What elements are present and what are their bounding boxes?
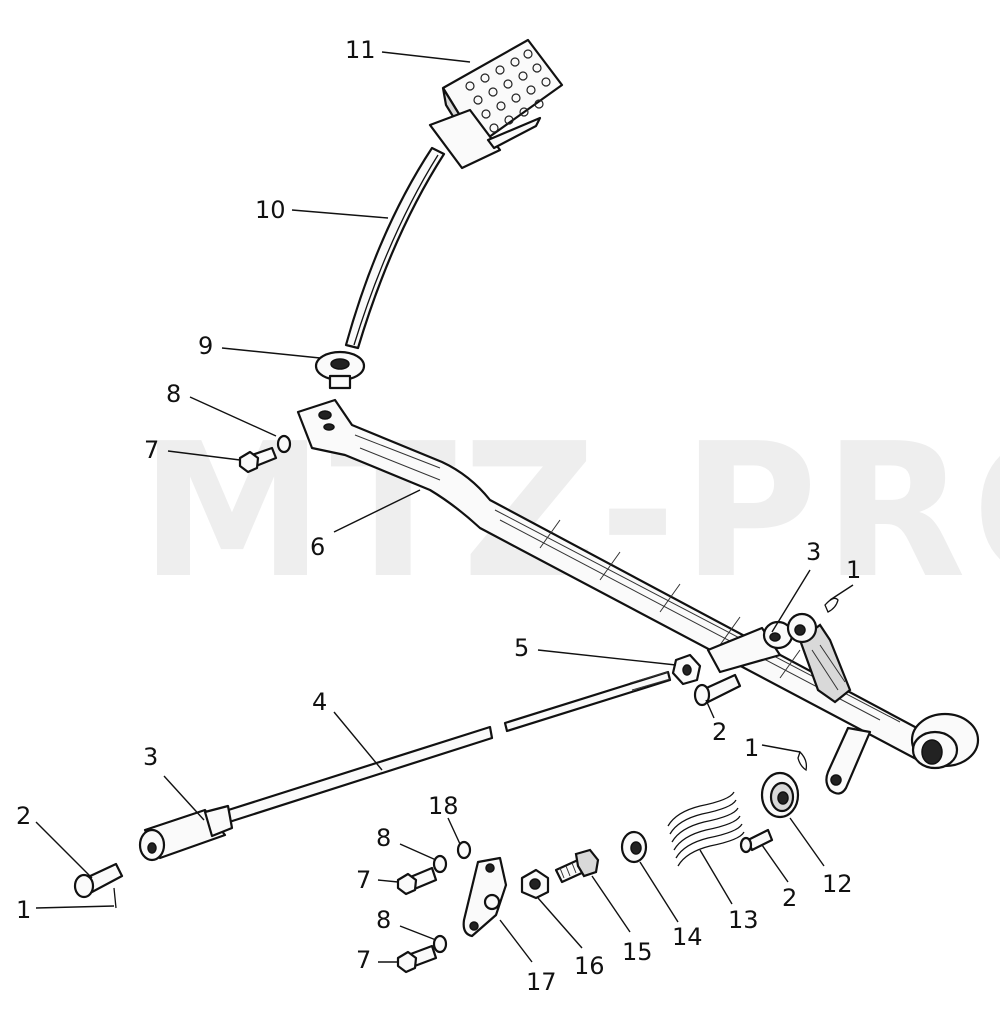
- washer-8-top: [276, 434, 292, 454]
- callout-8-low: 8: [376, 906, 391, 934]
- callout-8-mid: 8: [376, 824, 391, 852]
- callout-1-lower: 1: [16, 896, 31, 924]
- adjusting-stud: [554, 848, 600, 884]
- callout-6: 6: [310, 533, 325, 561]
- clevis-pin-lower: [73, 862, 124, 899]
- callout-labels: 11 10 9 8 7 6 3 1 5 4 2 1 3 2 1 18 8 7 8…: [16, 36, 861, 996]
- pin-2-small: [739, 828, 774, 854]
- washer-8-mid: [432, 854, 448, 874]
- bolt-7-low: [396, 944, 438, 974]
- callout-4: 4: [312, 688, 327, 716]
- pedal-pad: [428, 38, 564, 170]
- callout-18: 18: [428, 792, 459, 820]
- washer-9: [314, 350, 366, 390]
- callout-2-lower: 2: [16, 802, 31, 830]
- callout-2-upper: 2: [712, 718, 727, 746]
- nut-16: [520, 868, 550, 900]
- callout-7-mid: 7: [356, 866, 371, 894]
- bolt-7-top: [238, 446, 278, 474]
- callout-7-low: 7: [356, 946, 371, 974]
- washer-18: [456, 840, 472, 860]
- callout-13: 13: [728, 906, 759, 934]
- pull-rod: [220, 670, 672, 825]
- fork-clevis-upper: [706, 612, 818, 674]
- callout-2-right: 2: [782, 884, 797, 912]
- callout-16: 16: [574, 952, 605, 980]
- callout-12: 12: [822, 870, 853, 898]
- washer-8-low: [432, 934, 448, 954]
- callout-14: 14: [672, 923, 703, 951]
- spring-seat: [760, 771, 800, 819]
- callout-8-top: 8: [166, 380, 181, 408]
- return-spring: [667, 791, 745, 867]
- cotter-pin-lower: [113, 887, 117, 909]
- bolt-7-mid: [396, 866, 438, 896]
- leader-lines: [35, 51, 854, 963]
- mounting-plate: [462, 856, 508, 938]
- spring-cup: [620, 830, 648, 864]
- callout-15: 15: [622, 938, 653, 966]
- cotter-pin-upper: [824, 597, 839, 613]
- watermark-text: MTZ-PRO: [140, 403, 1000, 619]
- nut-5: [671, 653, 702, 686]
- lever-bar: [296, 398, 980, 795]
- callout-5: 5: [514, 634, 529, 662]
- callout-3-upper: 3: [806, 538, 821, 566]
- lever-bracket: [798, 623, 852, 704]
- callout-9: 9: [198, 332, 213, 360]
- cotter-pin-mid: [797, 750, 808, 772]
- callout-17: 17: [526, 968, 557, 996]
- pedal-arm: [344, 146, 446, 350]
- clevis-pin-upper: [693, 673, 742, 707]
- callout-7-top: 7: [144, 436, 159, 464]
- callout-3-lower: 3: [143, 743, 158, 771]
- callout-1-mid: 1: [744, 734, 759, 762]
- callout-1-upper: 1: [846, 556, 861, 584]
- callout-11: 11: [345, 36, 376, 64]
- callout-10: 10: [255, 196, 286, 224]
- fork-clevis-lower: [138, 804, 234, 862]
